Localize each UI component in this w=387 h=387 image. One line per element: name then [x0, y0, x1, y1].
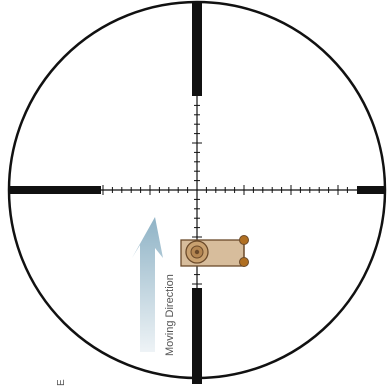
arrow-up-icon: [132, 217, 163, 352]
right-post: [357, 186, 384, 194]
arrow-label: Moving Direction: [164, 274, 176, 356]
top-post: [192, 3, 202, 96]
corner-fragment: E: [56, 379, 67, 386]
left-post: [9, 186, 101, 194]
target-icon: [181, 236, 249, 267]
bottom-post: [192, 288, 202, 384]
